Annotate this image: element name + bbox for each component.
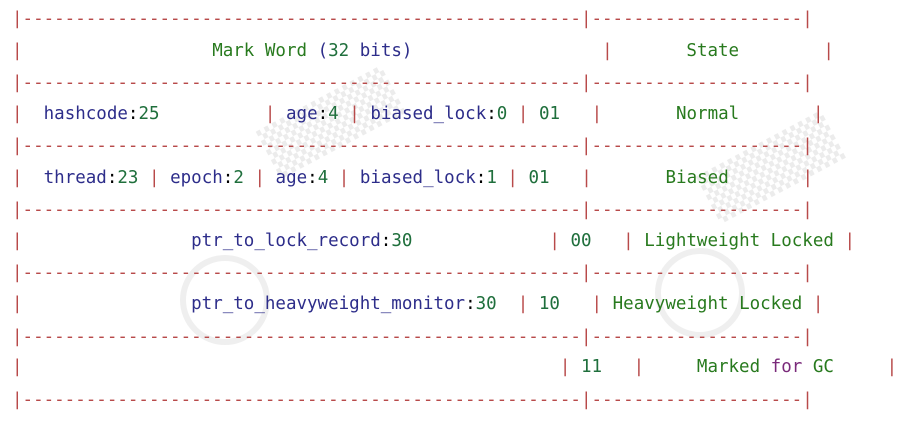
separator-top: |---------------------------------------… bbox=[12, 9, 813, 29]
header-row: | Mark Word (32 bits) | State | bbox=[12, 41, 834, 61]
table-row: | ptr_to_heavyweight_monitor:30 | 10 | H… bbox=[12, 294, 824, 314]
table-row: | | 11 | Marked for GC | bbox=[12, 357, 898, 377]
mark-word-label: Mark Word bbox=[212, 41, 308, 61]
state-label: Normal bbox=[675, 104, 740, 124]
lock-bits: 01 bbox=[538, 104, 561, 124]
state-label: Heavyweight Locked bbox=[612, 294, 803, 314]
separator-bottom: |---------------------------------------… bbox=[12, 390, 813, 410]
table-row: | ptr_to_lock_record:30 | 00 | Lightweig… bbox=[12, 231, 855, 251]
table-row: | thread:23 | epoch:2 | age:4 | biased_l… bbox=[12, 168, 814, 188]
table-row: | hashcode:25 | age:4 | biased_lock:0 | … bbox=[12, 104, 824, 124]
state-label-marked: Marked bbox=[696, 357, 761, 377]
state-header: State bbox=[686, 41, 740, 61]
separator-4: |---------------------------------------… bbox=[12, 263, 813, 283]
state-label: Biased bbox=[665, 168, 729, 188]
lock-bits: 00 bbox=[570, 231, 592, 251]
lock-bits: 11 bbox=[580, 357, 603, 377]
lock-bits: 01 bbox=[528, 168, 550, 188]
state-label: Lightweight Locked bbox=[644, 231, 834, 251]
separator-2: |---------------------------------------… bbox=[12, 136, 813, 156]
separator-1: |---------------------------------------… bbox=[12, 73, 813, 93]
separator-3: |---------------------------------------… bbox=[12, 200, 813, 220]
separator-5: |---------------------------------------… bbox=[12, 327, 813, 347]
lock-bits: 10 bbox=[538, 294, 560, 314]
